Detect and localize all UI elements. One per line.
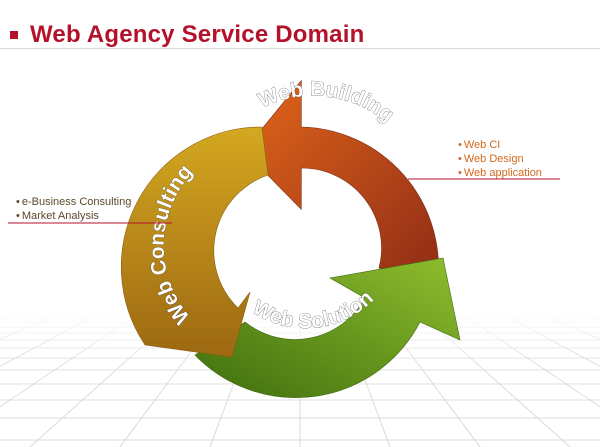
- page-title: Web Agency Service Domain: [30, 21, 365, 48]
- web-building-arrow: [243, 79, 439, 284]
- building-item: Web Design: [458, 152, 542, 166]
- web-solution-arrow: [194, 257, 461, 398]
- title-row: Web Agency Service Domain: [10, 20, 364, 50]
- web-consulting-arrow: [121, 126, 269, 358]
- title-divider: [0, 48, 600, 49]
- consulting-items: e-Business Consulting Market Analysis: [16, 195, 131, 223]
- consulting-item: e-Business Consulting: [16, 195, 131, 209]
- building-item: Web application: [458, 166, 542, 180]
- building-items: Web CI Web Design Web application: [458, 138, 542, 180]
- title-bullet-icon: [10, 31, 18, 39]
- consulting-item: Market Analysis: [16, 209, 131, 223]
- building-item: Web CI: [458, 138, 542, 152]
